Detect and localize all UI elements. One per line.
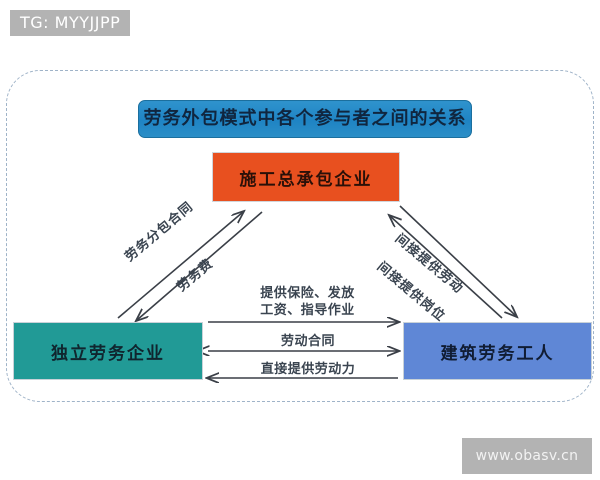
arrow-right-down — [399, 205, 516, 316]
edge-label-insurance-wages-line2: 工资、指导作业 — [260, 303, 355, 318]
arrow-right-up — [390, 216, 503, 319]
site-watermark: www.obasv.cn — [462, 438, 592, 474]
diagram-title: 劳务外包模式中各个参与者之间的关系 — [138, 100, 472, 138]
edge-label-insurance-wages-line1: 提供保险、发放 — [260, 286, 355, 301]
edge-label-insurance-wages: 提供保险、发放 工资、指导作业 — [220, 285, 395, 319]
node-independent-labor-enterprise[interactable]: 独立劳务企业 — [13, 322, 203, 380]
arrow-left-down — [137, 211, 263, 320]
edge-label-labor-contract: 劳动合同 — [280, 334, 335, 349]
tg-tag-banner: TG: MYYJJPP — [10, 10, 131, 36]
arrow-left-up — [117, 212, 243, 319]
node-general-contractor[interactable]: 施工总承包企业 — [212, 152, 400, 202]
node-construction-workers[interactable]: 建筑劳务工人 — [403, 322, 592, 380]
edge-label-direct-labor-supply: 直接提供劳动力 — [260, 362, 356, 377]
